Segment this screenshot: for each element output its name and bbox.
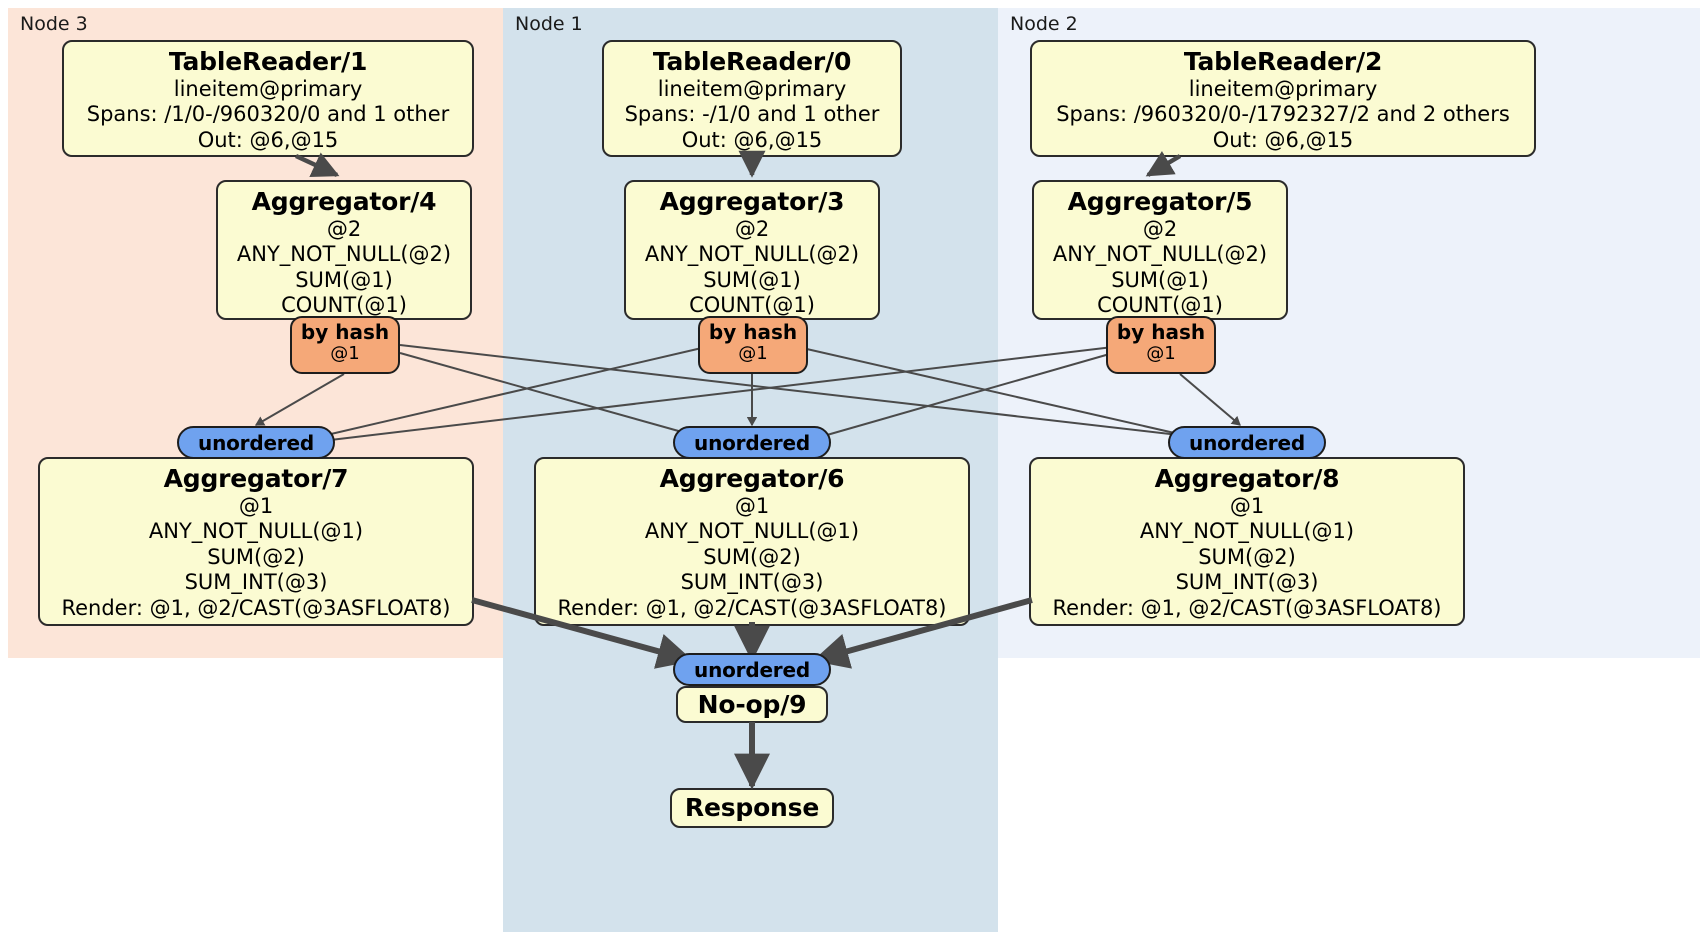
- by-hash-column: @1: [1146, 343, 1176, 364]
- node-region-label-node3: Node 3: [20, 13, 88, 35]
- processor-line: SUM(@2): [207, 544, 305, 569]
- by-hash-column: @1: [330, 343, 360, 364]
- processor-line: Out: @6,@15: [1212, 127, 1354, 152]
- processor-line: @1: [1229, 493, 1265, 518]
- processor-line: Spans: /1/0-/960320/0 and 1 other: [86, 102, 450, 127]
- processor-render-line: Render: @1, @2/CAST(@3ASFLOAT8): [61, 595, 451, 620]
- by-hash-label: by hash: [1116, 320, 1206, 344]
- processor-line: SUM_INT(@3): [1175, 570, 1319, 595]
- processor-line: @1: [734, 493, 770, 518]
- processor-title: TableReader/1: [168, 47, 368, 76]
- by-hash-label: by hash: [708, 320, 798, 344]
- by-hash-label: by hash: [300, 320, 390, 344]
- input-sync-unordered-final[interactable]: unordered: [673, 653, 831, 686]
- processor-line: SUM(@1): [703, 267, 801, 292]
- processor-title: TableReader/0: [652, 47, 852, 76]
- processor-table-reader-0[interactable]: TableReader/0 lineitem@primary Spans: -/…: [602, 40, 902, 157]
- processor-line: ANY_NOT_NULL(@1): [1139, 519, 1355, 544]
- by-hash-column: @1: [738, 343, 768, 364]
- processor-line: COUNT(@1): [1097, 293, 1223, 318]
- input-sync-unordered-right[interactable]: unordered: [1168, 426, 1326, 459]
- processor-table-reader-2[interactable]: TableReader/2 lineitem@primary Spans: /9…: [1030, 40, 1536, 157]
- processor-aggregator-8[interactable]: Aggregator/8 @1 ANY_NOT_NULL(@1) SUM(@2)…: [1029, 457, 1465, 626]
- processor-line: SUM(@1): [295, 267, 393, 292]
- processor-line: SUM_INT(@3): [184, 570, 328, 595]
- processor-title: Aggregator/4: [251, 187, 437, 216]
- processor-noop-9[interactable]: No-op/9: [676, 686, 828, 723]
- processor-line: ANY_NOT_NULL(@2): [236, 242, 452, 267]
- processor-line: @2: [734, 216, 770, 241]
- processor-line: COUNT(@1): [281, 293, 407, 318]
- processor-render-line: Render: @1, @2/CAST(@3ASFLOAT8): [1052, 595, 1442, 620]
- output-router-by-hash-center[interactable]: by hash @1: [698, 316, 808, 374]
- input-sync-unordered-left[interactable]: unordered: [177, 426, 335, 459]
- processor-aggregator-7[interactable]: Aggregator/7 @1 ANY_NOT_NULL(@1) SUM(@2)…: [38, 457, 474, 626]
- processor-title: Aggregator/3: [659, 187, 845, 216]
- processor-line: SUM(@1): [1111, 267, 1209, 292]
- processor-table-reader-1[interactable]: TableReader/1 lineitem@primary Spans: /1…: [62, 40, 474, 157]
- processor-line: lineitem@primary: [1188, 76, 1378, 101]
- processor-aggregator-5[interactable]: Aggregator/5 @2 ANY_NOT_NULL(@2) SUM(@1)…: [1032, 180, 1288, 320]
- processor-line: Out: @6,@15: [681, 127, 823, 152]
- node-region-label-node1: Node 1: [515, 13, 583, 35]
- processor-line: @1: [238, 493, 274, 518]
- processor-line: ANY_NOT_NULL(@1): [148, 519, 364, 544]
- processor-title: Aggregator/7: [163, 464, 349, 493]
- processor-line: lineitem@primary: [173, 76, 363, 101]
- output-router-by-hash-left[interactable]: by hash @1: [290, 316, 400, 374]
- processor-line: Spans: -/1/0 and 1 other: [624, 102, 880, 127]
- processor-line: SUM(@2): [703, 544, 801, 569]
- unordered-label: unordered: [694, 657, 810, 682]
- processor-title: Aggregator/8: [1154, 464, 1340, 493]
- processor-line: @2: [326, 216, 362, 241]
- processor-line: COUNT(@1): [689, 293, 815, 318]
- processor-line: ANY_NOT_NULL(@2): [644, 242, 860, 267]
- processor-line: lineitem@primary: [657, 76, 847, 101]
- processor-line: SUM_INT(@3): [680, 570, 824, 595]
- processor-line: Spans: /960320/0-/1792327/2 and 2 others: [1056, 102, 1510, 127]
- processor-render-line: Render: @1, @2/CAST(@3ASFLOAT8): [557, 595, 947, 620]
- output-router-by-hash-right[interactable]: by hash @1: [1106, 316, 1216, 374]
- processor-aggregator-4[interactable]: Aggregator/4 @2 ANY_NOT_NULL(@2) SUM(@1)…: [216, 180, 472, 320]
- processor-title: Aggregator/5: [1067, 187, 1253, 216]
- processor-line: Out: @6,@15: [197, 127, 339, 152]
- processor-line: ANY_NOT_NULL(@2): [1052, 242, 1268, 267]
- unordered-label: unordered: [1189, 430, 1305, 455]
- node-region-label-node2: Node 2: [1010, 13, 1078, 35]
- processor-title: TableReader/2: [1183, 47, 1383, 76]
- unordered-label: unordered: [694, 430, 810, 455]
- processor-response[interactable]: Response: [670, 788, 834, 828]
- input-sync-unordered-center[interactable]: unordered: [673, 426, 831, 459]
- unordered-label: unordered: [198, 430, 314, 455]
- processor-line: @2: [1142, 216, 1178, 241]
- processor-aggregator-3[interactable]: Aggregator/3 @2 ANY_NOT_NULL(@2) SUM(@1)…: [624, 180, 880, 320]
- processor-line: ANY_NOT_NULL(@1): [644, 519, 860, 544]
- processor-title: Response: [684, 793, 820, 823]
- processor-title: Aggregator/6: [659, 464, 845, 493]
- processor-title: No-op/9: [697, 689, 807, 719]
- processor-aggregator-6[interactable]: Aggregator/6 @1 ANY_NOT_NULL(@1) SUM(@2)…: [534, 457, 970, 626]
- processor-line: SUM(@2): [1198, 544, 1296, 569]
